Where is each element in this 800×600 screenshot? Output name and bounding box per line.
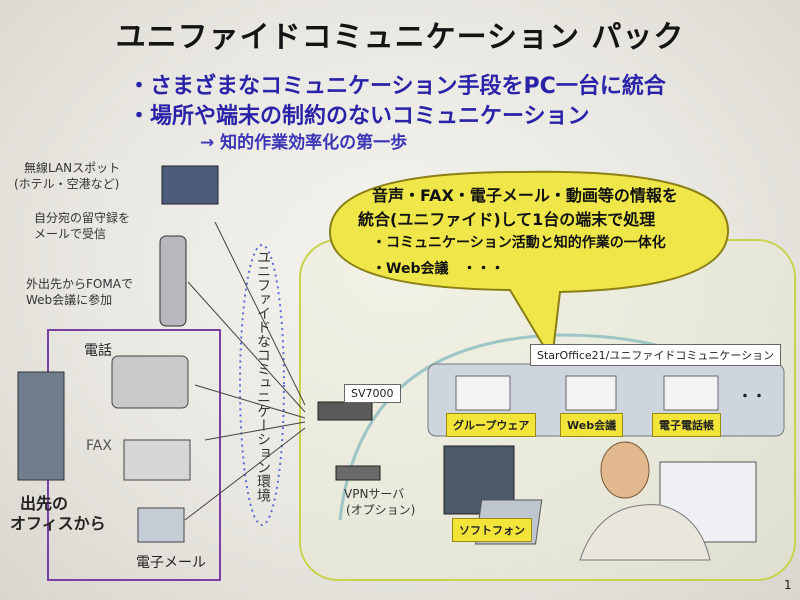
foma-label-1: 外出先からFOMAで	[26, 277, 133, 291]
office-label-1: 出先の	[20, 494, 69, 513]
desk-phone	[111, 355, 189, 409]
bubble-line-2: 統合(ユニファイド)して1台の端末で処理	[358, 210, 656, 229]
email-label: 電子メール	[136, 555, 206, 571]
apps-ellipsis: ・・	[738, 389, 766, 405]
office-laptop	[137, 507, 185, 543]
page-title: ユニファイドコミュニケーション パック	[115, 20, 685, 55]
sv7000-label: SV7000	[344, 384, 401, 403]
person-head	[600, 441, 650, 499]
foma-label-2: Web会議に参加	[26, 293, 113, 307]
vertical-label: ユニファイドなコミュニケーション環境	[255, 250, 271, 502]
voicemail-label-2: メールで受信	[34, 227, 107, 241]
office-building	[17, 371, 65, 481]
hotspot-label: 無線LANスポット	[24, 161, 121, 175]
page-number: 1	[784, 578, 792, 592]
sv7000-device	[317, 401, 373, 421]
dotted-oval	[239, 244, 285, 526]
hotspot-laptop	[161, 165, 219, 205]
groupware-thumb	[455, 375, 511, 411]
bubble-line-3: ・コミュニケーション活動と知的作業の一体化	[372, 235, 666, 251]
app-groupware-label: グループウェア	[446, 413, 537, 437]
bullet-2: ・場所や端末の制約のないコミュニケーション	[128, 104, 590, 129]
connector-lines	[184, 221, 306, 521]
phone-label: 電話	[84, 343, 112, 359]
phonebook-thumb	[663, 375, 719, 411]
hotspot-paren: (ホテル・空港など)	[14, 177, 120, 191]
bullet-1: ・さまざまなコミュニケーション手段をPC一台に統合	[128, 74, 666, 99]
office-label-2: オフィスから	[10, 514, 106, 533]
vpn-device	[335, 465, 381, 481]
foma-phone	[159, 235, 187, 327]
softphone-label: ソフトフォン	[452, 518, 532, 542]
voicemail-label-1: 自分宛の留守録を	[34, 211, 131, 225]
bubble-line-4: ・Web会議 ・・・	[372, 261, 505, 277]
fax-machine	[123, 439, 191, 481]
app-webconf-label: Web会議	[560, 413, 624, 437]
webconf-thumb	[565, 375, 617, 411]
vpn-label-1: VPNサーバ	[344, 487, 405, 501]
vpn-label-2: (オプション)	[346, 503, 416, 517]
fax-label: FAX	[86, 438, 112, 454]
bubble-line-1: 音声・FAX・電子メール・動画等の情報を	[372, 186, 678, 205]
staroffice-label: StarOffice21/ユニファイドコミュニケーション	[530, 344, 782, 366]
sub-bullet: → 知的作業効率化の第一歩	[200, 133, 408, 153]
app-phonebook-label: 電子電話帳	[652, 413, 721, 437]
person-body	[579, 504, 711, 561]
